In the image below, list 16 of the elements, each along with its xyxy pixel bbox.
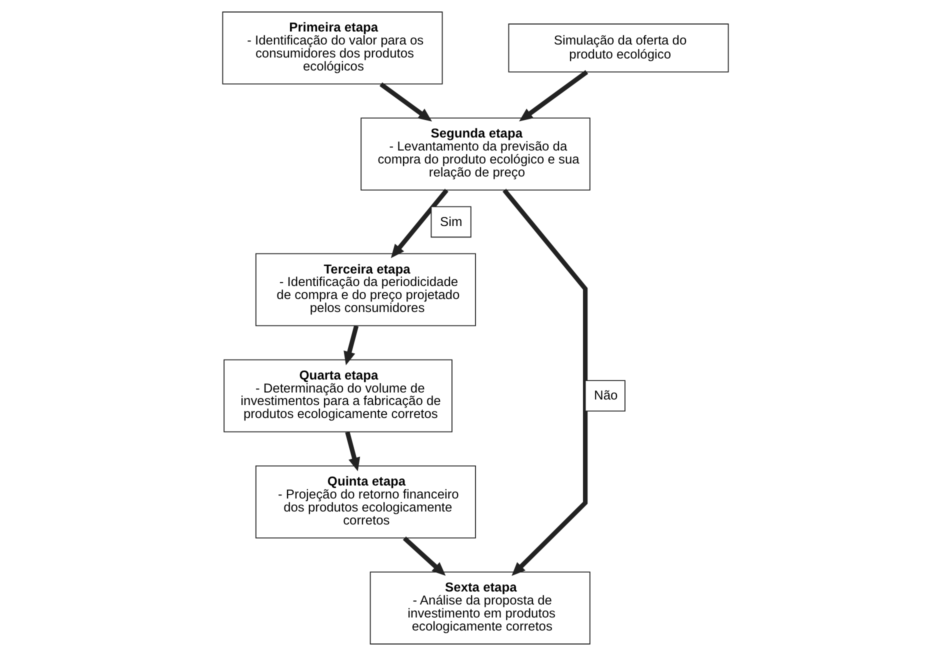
arrow [502,188,588,576]
arrow [344,325,359,366]
node-box: Terceira etapa - Identificação da periodicidade de compra e do preço projetado pelos consumidores [255,253,476,326]
node-box: Segunda etapa - Levantamento da previsão da compra do produto ecológico e sua relação de preço [360,118,590,191]
arrow [519,70,588,122]
arrow [380,82,432,122]
edge-label: Não [594,388,618,403]
edge-label: Sim [440,214,462,229]
node-box: Primeira etapa - Identificação do valor para os consumidores dos produtos ecológicos [222,12,443,84]
node-box: Quinta etapa - Projeção do retorno financeiro dos produtos ecologicamente corretos [255,465,476,538]
node-box: Quarta etapa - Determinação do volume de investimentos para a fabricação de produtos ecologicamente corretos [224,359,452,432]
arrow [345,431,360,472]
arrow [402,536,446,576]
node-box: Sexta etapa - Análise da proposta de investimento em produtos ecologicamente corretos [370,572,590,644]
arrow [390,188,448,258]
node-box: Simulação da oferta do produto ecológico [508,24,729,72]
